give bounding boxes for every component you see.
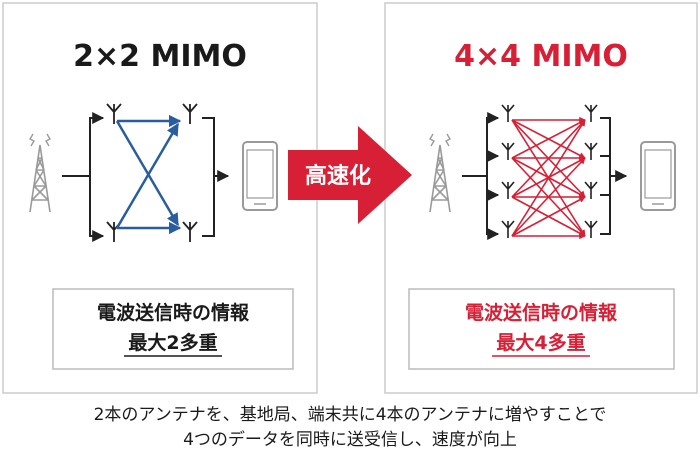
speed-up-arrow: 高速化 [288, 126, 412, 224]
antenna-icon [584, 220, 598, 238]
mimo-diagram: 2×2 MIMO 4×4 MIMO [2, 2, 698, 394]
spatial-streams-2x2 [115, 114, 182, 235]
antenna-icon [501, 181, 515, 199]
rx-bracket-4x4 [600, 117, 628, 235]
base-station-tower-icon [29, 133, 51, 213]
antenna-icon [501, 220, 515, 238]
antenna-icon [106, 103, 122, 124]
right-info-line2: 最大4多重 [496, 331, 585, 354]
tx-bracket-4x4 [484, 112, 500, 240]
antenna-icon [584, 181, 598, 199]
antenna-icon [501, 142, 515, 160]
base-station-tower-icon [429, 133, 451, 213]
left-info-line1: 電波送信時の情報 [97, 301, 250, 324]
antenna-icon [182, 103, 198, 124]
antenna-icon [584, 104, 598, 122]
left-info-line2: 最大2多重 [128, 331, 217, 354]
smartphone-icon [640, 141, 676, 211]
right-panel-title: 4×4 MIMO [454, 39, 628, 74]
antenna-icon [584, 142, 598, 160]
left-info-box [52, 288, 294, 370]
right-info-box [408, 288, 675, 370]
spatial-streams-4x4 [511, 116, 586, 240]
speed-up-arrow-label: 高速化 [305, 163, 371, 189]
left-panel-title: 2×2 MIMO [73, 39, 247, 74]
antenna-icon [501, 104, 515, 122]
right-info-line1: 電波送信時の情報 [465, 301, 618, 324]
caption-line-1: 2本のアンテナを、基地局、端末共に4本のアンテナに増やすことで [93, 405, 607, 425]
smartphone-icon [242, 141, 278, 211]
caption-line-2: 4つのデータを同時に送受信し、速度が向上 [183, 430, 517, 450]
antenna-icon [182, 221, 198, 242]
